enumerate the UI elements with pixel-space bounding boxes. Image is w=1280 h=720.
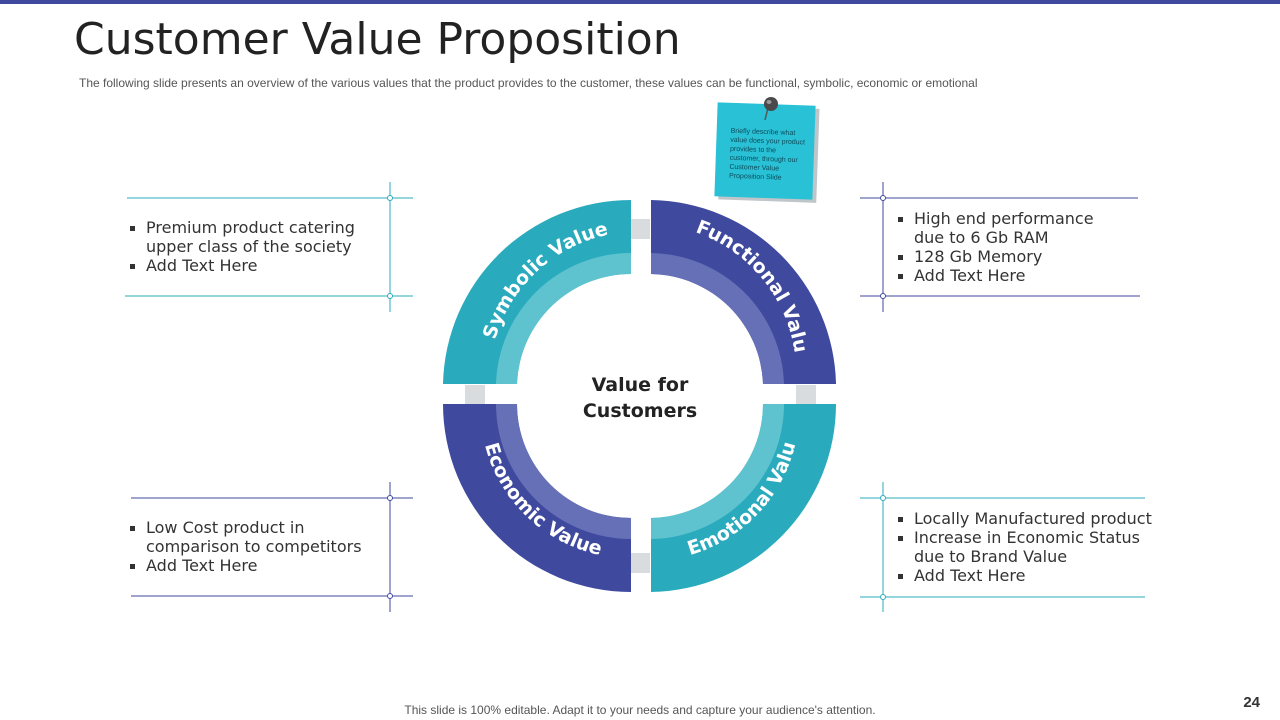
box-functional: High end performance due to 6 Gb RAM 128…: [896, 209, 1126, 285]
frame-functional: [860, 182, 1140, 312]
gap-connector-right: [796, 385, 816, 405]
list-item: Increase in Economic Status due to Brand…: [896, 528, 1166, 566]
list-emotional: Locally Manufactured product Increase in…: [896, 509, 1166, 585]
gap-connector-top: [630, 219, 650, 239]
list-item: 128 Gb Memory: [896, 247, 1126, 266]
list-item: Premium product catering upper class of …: [128, 218, 378, 256]
center-label-line1: Value for: [591, 374, 689, 396]
gap-connector-bottom: [630, 553, 650, 573]
slide-footer: This slide is 100% editable. Adapt it to…: [404, 703, 876, 717]
list-symbolic: Premium product catering upper class of …: [128, 218, 378, 275]
top-accent-bar: [0, 0, 1280, 4]
frame-emotional: [860, 482, 1145, 612]
frame-economic: [131, 482, 413, 612]
slide-subtitle: The following slide presents an overview…: [79, 76, 978, 90]
box-emotional: Locally Manufactured product Increase in…: [896, 509, 1166, 585]
center-label: Value for Customers: [560, 372, 720, 424]
list-item: Add Text Here: [128, 256, 378, 275]
segment-economic-inner: [496, 404, 631, 539]
segment-label-functional: Functional Value: [0, 0, 812, 354]
list-item: Low Cost product in comparison to compet…: [128, 518, 378, 556]
segment-functional-inner: [651, 253, 784, 384]
list-functional: High end performance due to 6 Gb RAM 128…: [896, 209, 1126, 285]
list-economic: Low Cost product in comparison to compet…: [128, 518, 378, 575]
list-item: Add Text Here: [896, 566, 1166, 585]
slide-title: Customer Value Proposition: [74, 14, 681, 65]
sticky-note-text: Briefly describe what value does your pr…: [728, 127, 806, 182]
list-item: Locally Manufactured product: [896, 509, 1166, 528]
box-symbolic: Premium product catering upper class of …: [128, 218, 378, 275]
list-item: Add Text Here: [896, 266, 1126, 285]
list-item: Add Text Here: [128, 556, 378, 575]
pushpin-icon: [764, 97, 778, 121]
frame-symbolic: [125, 182, 413, 312]
segment-symbolic-inner: [496, 253, 631, 384]
list-item: High end performance due to 6 Gb RAM: [896, 209, 1126, 247]
box-economic: Low Cost product in comparison to compet…: [128, 518, 378, 575]
segment-emotional-inner: [651, 404, 784, 539]
page-number: 24: [1243, 694, 1260, 711]
gap-connector-left: [465, 385, 485, 405]
center-label-line2: Customers: [582, 400, 698, 422]
segment-label-emotional: Emotional Value: [0, 0, 800, 560]
